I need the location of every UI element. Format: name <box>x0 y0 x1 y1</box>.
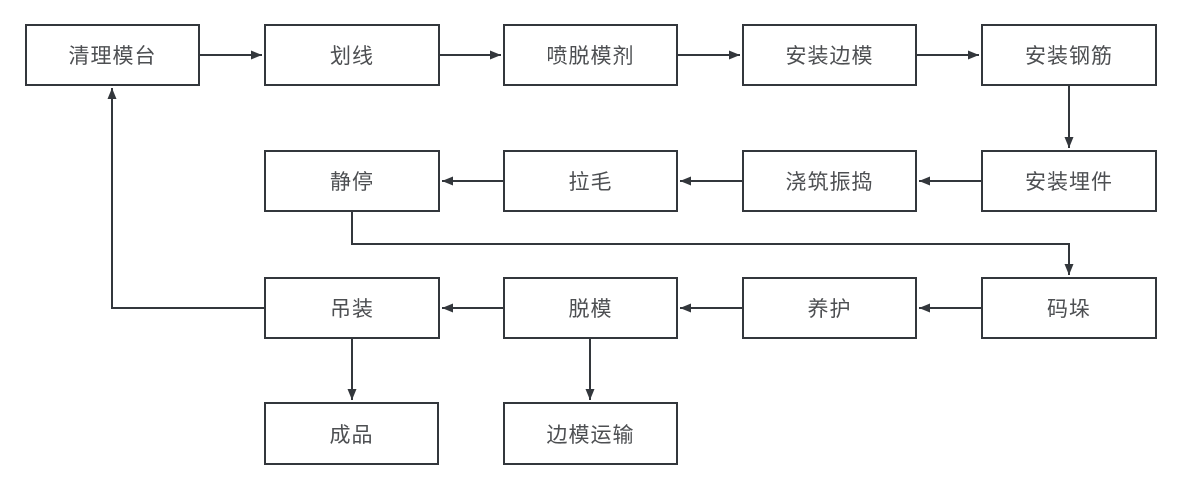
node-scribing: 划线 <box>264 24 440 86</box>
node-demold: 脱模 <box>503 277 678 339</box>
node-install-embeds: 安装埋件 <box>981 150 1157 212</box>
node-spray-release-agent: 喷脱模剂 <box>503 24 678 86</box>
arrow-hoist-to-clean-platform <box>107 88 264 309</box>
node-install-side-mold: 安装边模 <box>742 24 917 86</box>
node-clean-platform: 清理模台 <box>25 24 200 86</box>
node-raking: 拉毛 <box>503 150 678 212</box>
node-pour-vibrate: 浇筑振捣 <box>742 150 917 212</box>
arrow-static-rest-to-stacking <box>351 212 1074 275</box>
node-curing: 养护 <box>742 277 917 339</box>
node-stacking: 码垛 <box>981 277 1157 339</box>
node-hoist: 吊装 <box>264 277 440 339</box>
node-side-mold-transport: 边模运输 <box>503 402 678 465</box>
node-finished-product: 成品 <box>264 402 439 465</box>
node-install-rebar: 安装钢筋 <box>981 24 1157 86</box>
node-static-rest: 静停 <box>264 150 440 212</box>
